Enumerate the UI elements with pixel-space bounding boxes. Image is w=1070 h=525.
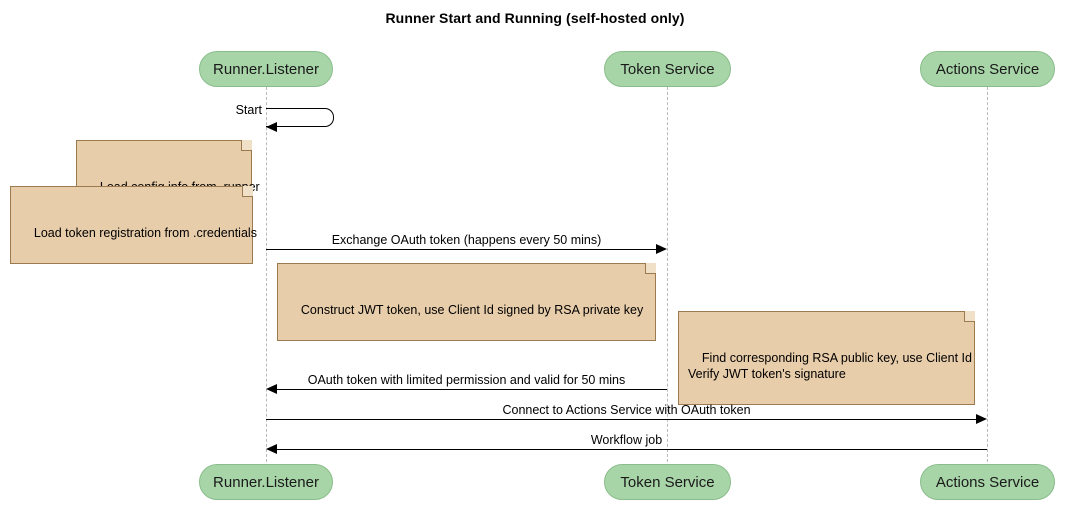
message-line-oauth-token-response xyxy=(277,389,667,390)
note-construct-jwt-token: Construct JWT token, use Client Id signe… xyxy=(277,263,656,341)
participant-label: Actions Service xyxy=(935,473,1040,491)
note-text: Load token registration from .credential… xyxy=(33,226,257,240)
note-fold-corner xyxy=(242,186,253,197)
participant-token-top[interactable]: Token Service xyxy=(604,51,731,87)
message-label-connect-actions-service: Connect to Actions Service with OAuth to… xyxy=(502,403,751,417)
lifeline-runner xyxy=(266,87,267,462)
lifeline-actions xyxy=(987,87,988,462)
arrow-head-start xyxy=(266,122,277,132)
note-verify-jwt-signature: Find corresponding RSA public key, use C… xyxy=(678,311,975,405)
self-message-loop-start xyxy=(266,108,334,127)
participant-actions-bottom[interactable]: Actions Service xyxy=(920,464,1055,500)
participant-runner-top[interactable]: Runner.Listener xyxy=(199,51,333,87)
arrow-head-workflow-job xyxy=(266,444,277,454)
arrow-head-oauth-token-response xyxy=(266,384,277,394)
participant-actions-top[interactable]: Actions Service xyxy=(920,51,1055,87)
participant-label: Token Service xyxy=(620,473,715,491)
note-load-token-registration: Load token registration from .credential… xyxy=(10,186,257,264)
participant-label: Actions Service xyxy=(935,60,1040,78)
message-label-workflow-job: Workflow job xyxy=(590,433,663,447)
message-label-start: Start xyxy=(235,103,262,117)
note-text: Find corresponding RSA public key, use C… xyxy=(688,351,972,381)
participant-runner-bottom[interactable]: Runner.Listener xyxy=(199,464,333,500)
participant-label: Token Service xyxy=(620,60,715,78)
participant-token-bottom[interactable]: Token Service xyxy=(604,464,731,500)
arrow-head-exchange-oauth-token xyxy=(656,244,667,254)
note-text: Construct JWT token, use Client Id signe… xyxy=(300,303,644,317)
message-line-exchange-oauth-token xyxy=(266,249,658,250)
arrow-head-connect-actions-service xyxy=(976,414,987,424)
message-label-oauth-token-response: OAuth token with limited permission and … xyxy=(307,373,626,387)
participant-label: Runner.Listener xyxy=(213,473,319,491)
note-fold-corner xyxy=(964,311,975,322)
note-fold-corner xyxy=(241,140,252,151)
message-line-workflow-job xyxy=(277,449,987,450)
diagram-title: Runner Start and Running (self-hosted on… xyxy=(385,10,685,26)
note-fold-corner xyxy=(645,263,656,274)
lifeline-token xyxy=(667,87,668,462)
message-label-exchange-oauth-token: Exchange OAuth token (happens every 50 m… xyxy=(331,233,602,247)
participant-label: Runner.Listener xyxy=(213,60,319,78)
message-line-connect-actions-service xyxy=(266,419,976,420)
